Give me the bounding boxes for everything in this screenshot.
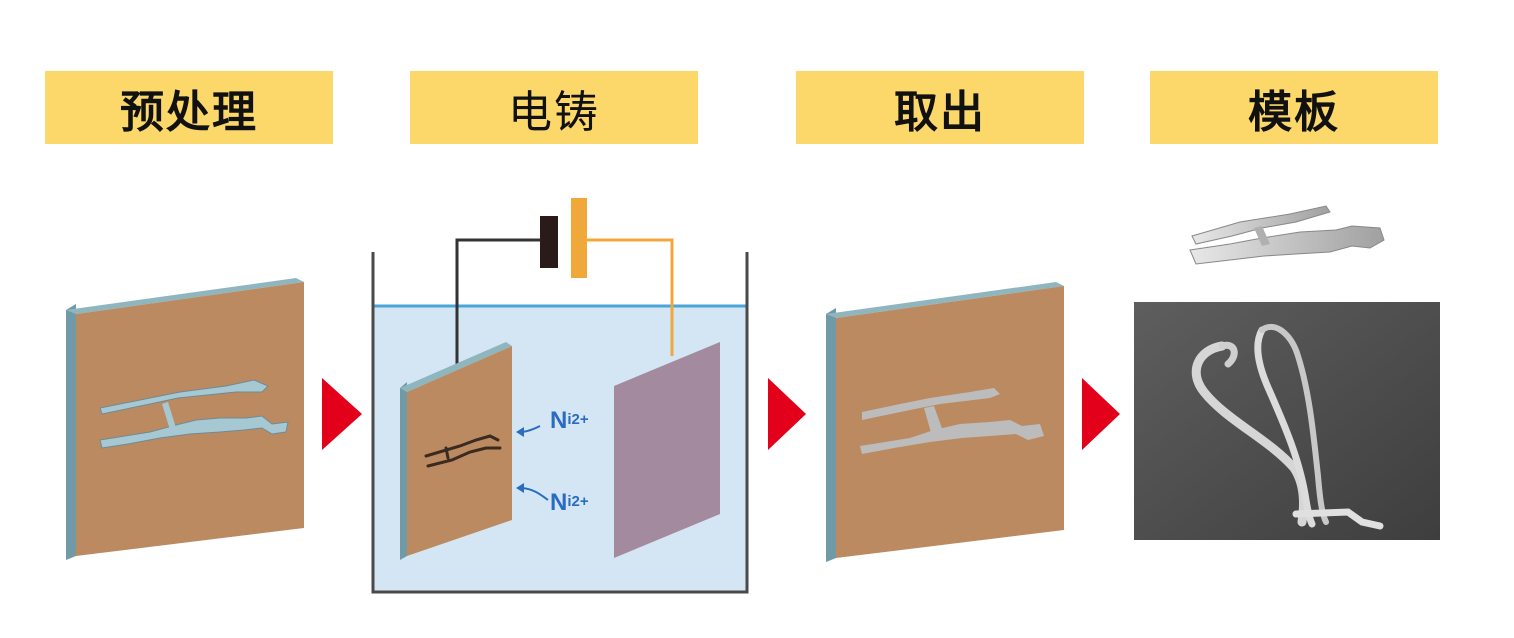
ion-charge: i2+ [567, 493, 589, 510]
step-label-removal: 取出 [796, 71, 1084, 144]
pretreated-substrate [66, 278, 304, 560]
step-label-pretreatment: 预处理 [45, 71, 333, 144]
step-arrow-2 [768, 378, 806, 450]
tank-wall [371, 252, 749, 594]
svg-text:Ni2+: Ni2+ [550, 407, 589, 434]
nickel-ion-2: Ni2+ [516, 483, 589, 516]
battery-positive-plate [571, 198, 587, 278]
svg-text:Ni2+: Ni2+ [550, 489, 589, 516]
step-arrow-3 [1082, 378, 1120, 450]
ion-charge: i2+ [567, 411, 589, 428]
electroforming-bath: Ni2+ Ni2+ [371, 198, 749, 594]
step-label-electroforming: 电铸 [410, 71, 698, 144]
electroformed-part [860, 388, 1044, 454]
step-arrow-1 [322, 378, 362, 450]
ion-symbol: N [550, 407, 567, 434]
battery-negative-plate [540, 216, 558, 268]
electroformed-substrate [826, 282, 1064, 562]
step-label-template: 模板 [1150, 71, 1438, 144]
mold-cavity-pattern [99, 379, 289, 449]
cathode-substrate [400, 342, 512, 560]
anode-plate [614, 342, 720, 558]
cathode-wire [455, 238, 545, 366]
sem-microstructure [1191, 324, 1384, 530]
sem-micrograph [1134, 302, 1440, 540]
anode-wire [579, 238, 674, 356]
nickel-ion-1: Ni2+ [516, 407, 589, 437]
ion-symbol: N [550, 489, 567, 516]
template-part-render [1189, 205, 1385, 265]
